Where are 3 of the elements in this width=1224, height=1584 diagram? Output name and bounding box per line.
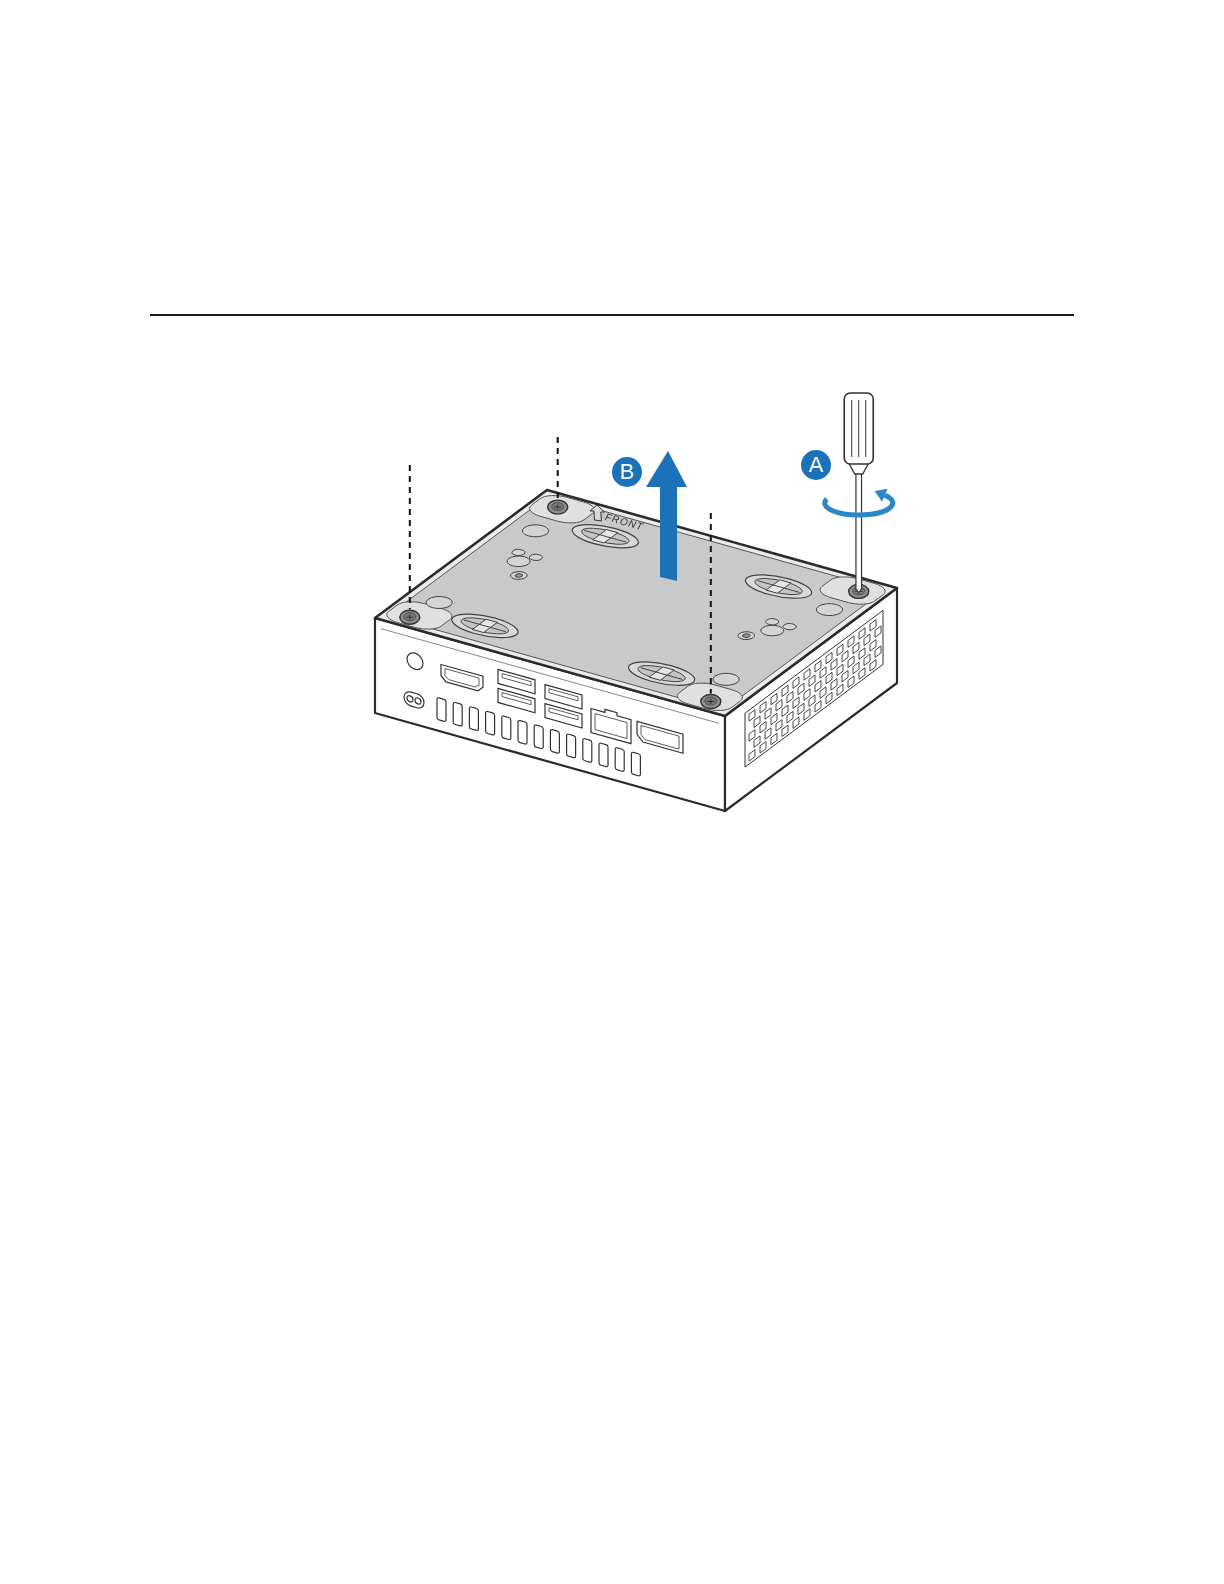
front-marking: FRONT [603,511,645,533]
step-callout: A [801,450,831,480]
step-callout: B [612,457,642,487]
